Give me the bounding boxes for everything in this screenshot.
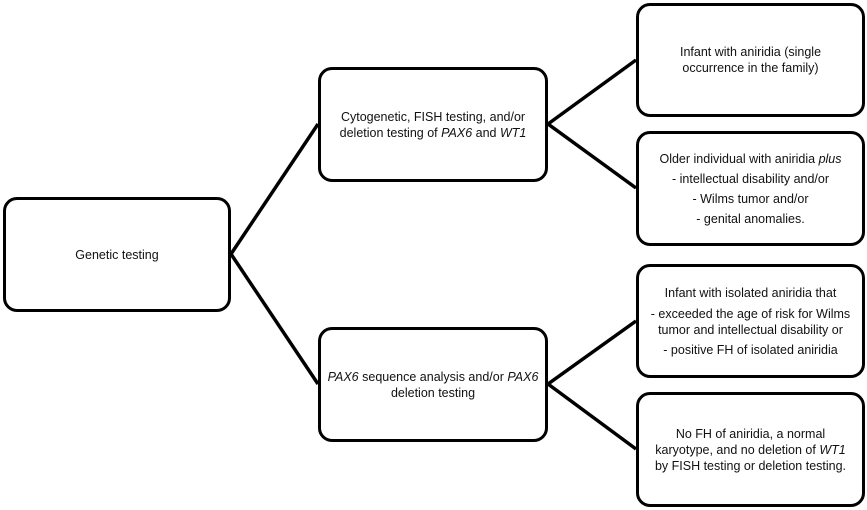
indication-item: - intellectual disability and/or (671, 171, 830, 186)
root-node-genetic-testing: Genetic testing (3, 197, 231, 312)
indication-item: - exceeded the age of risk for Wilms (650, 306, 851, 321)
indication-line: No FH of aniridia, a normal (675, 426, 826, 441)
indication-item: - Wilms tumor and/or (692, 191, 809, 206)
gene-name: PAX6 (327, 369, 359, 384)
root-label: Genetic testing (75, 247, 159, 262)
indication-line: Infant with aniridia (single (679, 45, 822, 59)
indication-line: by FISH testing or deletion testing. (654, 458, 847, 473)
gene-name: WT1 (499, 125, 527, 140)
indication-heading: Older individual with aniridia plus (659, 151, 841, 167)
text-span: deletion testing of (339, 125, 442, 140)
indication-infant-single-occurrence: Infant with aniridia (single occurrence … (636, 3, 865, 117)
connector-cytogenetic-to-infant (546, 58, 638, 126)
indication-no-family-history: No FH of aniridia, a normal karyotype, a… (636, 392, 865, 507)
text-span: sequence analysis and/or (358, 369, 508, 384)
text-span: and (472, 125, 500, 140)
indication-line: karyotype, and no deletion of WT1 (655, 442, 845, 458)
gene-name: PAX6 (507, 369, 539, 384)
test-node-line: deletion testing (390, 385, 476, 400)
connector-root-to-cytogenetic (229, 123, 320, 255)
indication-item: - genital anomalies. (696, 211, 805, 226)
text-span: Older individual with aniridia (659, 151, 819, 166)
indication-line: occurrence in the family) (682, 61, 819, 75)
emphasis-plus: plus (818, 151, 842, 166)
indication-heading: Infant with isolated aniridia that (664, 285, 837, 300)
gene-name: PAX6 (441, 125, 473, 140)
indication-item: - positive FH of isolated aniridia (663, 342, 838, 357)
test-node-line: deletion testing of PAX6 and WT1 (340, 125, 527, 141)
text-span: karyotype, and no deletion of (655, 442, 820, 457)
connector-sequence-to-no-fh (546, 382, 638, 451)
test-node-pax6-sequence: PAX6 sequence analysis and/or PAX6 delet… (318, 327, 548, 442)
connector-cytogenetic-to-older (546, 122, 638, 190)
test-node-cytogenetic-fish: Cytogenetic, FISH testing, and/or deleti… (318, 67, 548, 182)
indication-infant-isolated-aniridia: Infant with isolated aniridia that - exc… (636, 264, 865, 378)
connector-sequence-to-isolated (546, 319, 638, 386)
connector-root-to-sequence (229, 253, 320, 385)
gene-name: WT1 (819, 442, 846, 457)
test-node-line: Cytogenetic, FISH testing, and/or (340, 109, 526, 124)
test-node-line: PAX6 sequence analysis and/or PAX6 (328, 369, 539, 385)
indication-item: tumor and intellectual disability or (658, 322, 843, 337)
indication-older-individual: Older individual with aniridia plus - in… (636, 131, 865, 246)
